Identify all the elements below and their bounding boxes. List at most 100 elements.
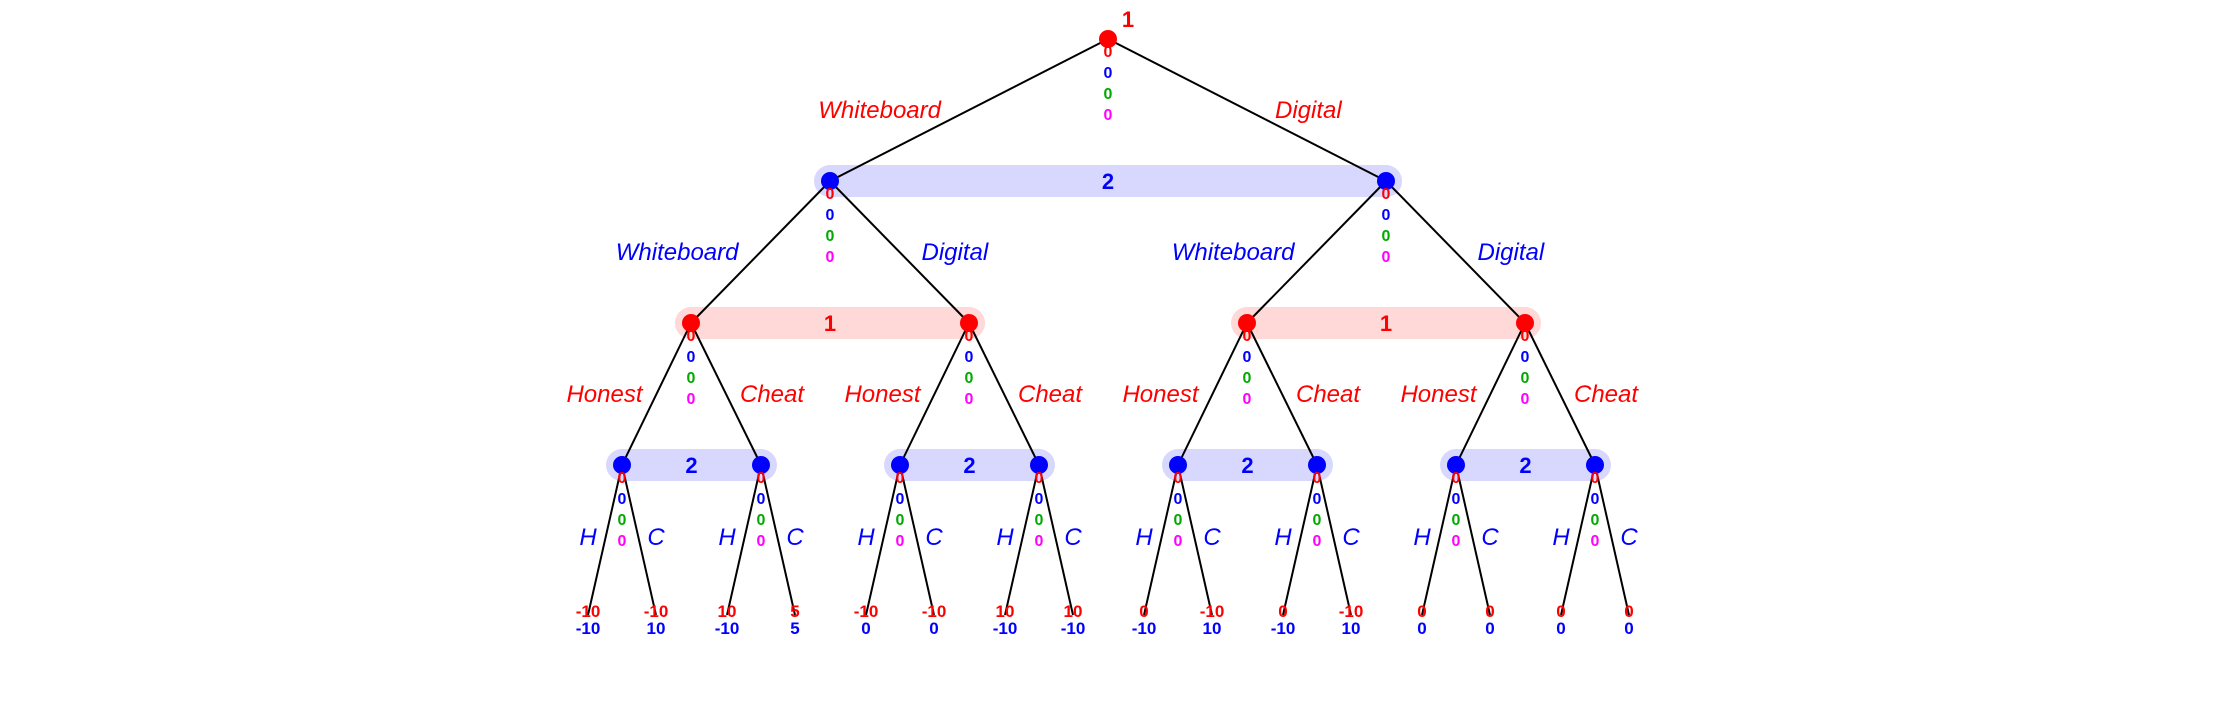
edge-label-l4-4: H: [857, 524, 875, 551]
edge-l4-15: [1594, 464, 1630, 616]
node-l3-5-value-1: 0: [1313, 470, 1322, 487]
edge-l3-4: [1177, 322, 1248, 466]
node-l1-1-value-3: 0: [1382, 228, 1391, 245]
node-l2-3-value-4: 0: [1521, 391, 1530, 408]
info-set-player2-pair-2: [884, 449, 1055, 481]
payoff-p2-12: 0: [1417, 619, 1426, 638]
edge-label-l4-8: H: [1135, 524, 1153, 551]
node-l3-2-value-4: 0: [896, 533, 905, 550]
node-l2-0: [682, 314, 700, 332]
edge-label-l2-1: Digital: [922, 239, 989, 266]
payoff-p1-12: 0: [1417, 602, 1426, 621]
edge-l4-3: [760, 464, 796, 616]
payoff-p2-11: 10: [1342, 619, 1361, 638]
payoff-p2-13: 0: [1485, 619, 1494, 638]
payoff-p2-4: 0: [861, 619, 870, 638]
edge-label-l3-2: Honest: [844, 381, 921, 408]
edge-l4-5: [899, 464, 935, 616]
node-l3-0-value-3: 0: [618, 512, 627, 529]
node-l3-7-value-3: 0: [1591, 512, 1600, 529]
edge-l4-4: [865, 464, 901, 616]
edge-label-l4-7: C: [1064, 524, 1082, 551]
info-set-label-l3-3: 2: [1519, 453, 1531, 478]
node-l3-5-value-3: 0: [1313, 512, 1322, 529]
node-l3-4-value-1: 0: [1174, 470, 1183, 487]
node-l3-1-value-3: 0: [757, 512, 766, 529]
edge-l3-3: [968, 322, 1040, 466]
info-set-label-l2-1: 1: [1380, 311, 1392, 336]
edge-label-l3-3: Cheat: [1018, 381, 1083, 408]
node-l3-3-value-2: 0: [1035, 491, 1044, 508]
node-l3-4: [1169, 456, 1187, 474]
payoff-p1-8: 0: [1139, 602, 1148, 621]
node-l2-3-value-2: 0: [1521, 349, 1530, 366]
node-l3-0-value-1: 0: [618, 470, 627, 487]
edge-l4-2: [726, 464, 762, 616]
node-l2-2-value-1: 0: [1243, 328, 1252, 345]
payoff-p1-1: -10: [644, 602, 669, 621]
payoff-p1-10: 0: [1278, 602, 1287, 621]
node-l3-6-value-1: 0: [1452, 470, 1461, 487]
node-l3-7-value-2: 0: [1591, 491, 1600, 508]
payoff-p2-9: 10: [1203, 619, 1222, 638]
edge-l2-3: [1385, 180, 1526, 324]
edge-label-l4-14: H: [1552, 524, 1570, 551]
info-set-player1-right: [1231, 307, 1541, 339]
edge-label-l4-5: C: [925, 524, 943, 551]
edge-l2-1: [829, 180, 970, 324]
node-l3-1-value-1: 0: [757, 470, 766, 487]
payoff-p2-8: -10: [1132, 619, 1157, 638]
info-set-player2-pair-1: [606, 449, 777, 481]
node-l3-7-value-4: 0: [1591, 533, 1600, 550]
edge-l3-6: [1455, 322, 1526, 466]
payoff-p2-15: 0: [1624, 619, 1633, 638]
edge-label-l4-2: H: [718, 524, 736, 551]
edge-l4-9: [1177, 464, 1213, 616]
node-l1-1-value-2: 0: [1382, 207, 1391, 224]
payoff-p1-4: -10: [854, 602, 879, 621]
node-l2-0-value-4: 0: [687, 391, 696, 408]
info-set-label-l1: 2: [1102, 169, 1114, 194]
node-l3-0-value-4: 0: [618, 533, 627, 550]
node-l3-7-value-1: 0: [1591, 470, 1600, 487]
edge-label-l3-4: Honest: [1122, 381, 1199, 408]
payoff-p1-5: -10: [922, 602, 947, 621]
root-value-3: 0: [1104, 86, 1113, 103]
node-l3-3-value-3: 0: [1035, 512, 1044, 529]
root-player-label: 1: [1122, 7, 1134, 32]
node-l2-3-value-3: 0: [1521, 370, 1530, 387]
node-l3-2: [891, 456, 909, 474]
edge-label-l4-9: C: [1203, 524, 1221, 551]
edge-l4-8: [1143, 464, 1179, 616]
node-l2-3: [1516, 314, 1534, 332]
node-l3-6-value-2: 0: [1452, 491, 1461, 508]
edge-l1-0: [829, 38, 1109, 182]
edge-label-l4-0: H: [579, 524, 597, 551]
payoff-p1-14: 0: [1556, 602, 1565, 621]
node-l2-2-value-3: 0: [1243, 370, 1252, 387]
edge-label-l4-1: C: [647, 524, 665, 551]
node-l3-2-value-3: 0: [896, 512, 905, 529]
edge-label-l4-3: C: [786, 524, 804, 551]
payoff-p2-1: 10: [647, 619, 666, 638]
node-l2-0-value-3: 0: [687, 370, 696, 387]
edge-label-l4-6: H: [996, 524, 1014, 551]
node-l2-3-value-1: 0: [1521, 328, 1530, 345]
edge-l4-1: [621, 464, 657, 616]
edge-l3-7: [1524, 322, 1596, 466]
node-l2-2: [1238, 314, 1256, 332]
node-l3-6-value-4: 0: [1452, 533, 1461, 550]
node-l3-6: [1447, 456, 1465, 474]
node-l2-1-value-2: 0: [965, 349, 974, 366]
node-l3-1: [752, 456, 770, 474]
node-l1-0-value-3: 0: [826, 228, 835, 245]
node-l3-4-value-3: 0: [1174, 512, 1183, 529]
node-l3-5-value-4: 0: [1313, 533, 1322, 550]
payoff-p1-7: 10: [1064, 602, 1083, 621]
edge-label-l4-10: H: [1274, 524, 1292, 551]
node-l3-0-value-2: 0: [618, 491, 627, 508]
node-l2-2-value-4: 0: [1243, 391, 1252, 408]
edge-label-l2-2: Whiteboard: [1172, 239, 1295, 266]
edge-label-l4-13: C: [1481, 524, 1499, 551]
edge-l3-2: [899, 322, 970, 466]
